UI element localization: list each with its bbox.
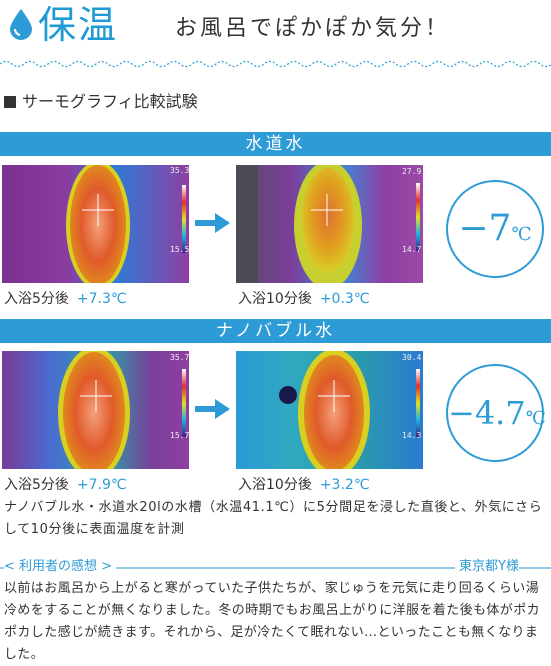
thermo-image-nano-5min: 35.7 15.7: [2, 351, 189, 469]
caption-label: 入浴10分後: [238, 477, 312, 493]
band-tap-water: 水道水: [0, 132, 551, 156]
water-drop-icon: [10, 9, 32, 40]
result-badge-tap: −7℃: [446, 180, 544, 278]
caption-nano-10min: 入浴10分後 +3.2℃: [238, 476, 370, 494]
testimonial-text: 以前はお風呂から上がると寒がっていた子供たちが、家じゅうを元気に走り回るくらい湯…: [4, 581, 541, 662]
header: 保温 お風呂でぽかぽか気分！: [0, 0, 551, 56]
caption-label: 入浴10分後: [238, 291, 312, 307]
caption-tap-5min: 入浴5分後 +7.3℃: [4, 290, 127, 308]
scale-min: 15.5: [170, 245, 189, 254]
experiment-note: ナノバブル水・水道水20lの水槽（水温41.1℃）に5分間足を浸した直後と、外気…: [4, 500, 543, 537]
scale-max: 30.4: [402, 353, 422, 362]
result-value: −7: [458, 208, 512, 249]
section-heading: サーモグラフィ比較試験: [4, 91, 198, 113]
page-subtitle: お風呂でぽかぽか気分！: [175, 16, 451, 41]
chevron-left-icon: <: [4, 559, 20, 574]
caption-label: 入浴5分後: [4, 291, 69, 307]
thermo-image-tap-10min: 27.9 14.7: [236, 165, 423, 283]
thermo-image-tap-5min: 35.3 15.5: [2, 165, 189, 283]
square-bullet-icon: [4, 96, 16, 108]
section-heading-text: サーモグラフィ比較試験: [22, 92, 198, 111]
thermo-image-nano-10min: 30.4 14.3: [236, 351, 423, 469]
scale-max: 35.3: [170, 166, 189, 175]
scale-min: 14.7: [402, 245, 422, 254]
voice-label-text: 利用者の感想: [19, 559, 98, 574]
result-unit: ℃: [511, 224, 532, 245]
page-title: 保温: [38, 3, 119, 47]
chevron-right-icon: >: [97, 559, 113, 574]
scale-min: 14.3: [402, 431, 422, 440]
band-nano-bubble: ナノバブル水: [0, 319, 551, 343]
caption-delta: +7.3℃: [76, 291, 127, 307]
arrow-right-icon: [195, 399, 230, 419]
arrow-right-icon: [195, 213, 230, 233]
result-value: −4.7: [448, 394, 526, 432]
voice-author: 東京都Y様: [455, 555, 519, 574]
voice-label: < 利用者の感想 >: [4, 555, 117, 574]
wave-divider: [0, 60, 551, 68]
caption-nano-5min: 入浴5分後 +7.9℃: [4, 476, 127, 494]
result-unit: ℃: [525, 408, 546, 429]
scale-max: 35.7: [170, 353, 189, 362]
caption-delta: +7.9℃: [76, 477, 127, 493]
caption-delta: +0.3℃: [319, 291, 370, 307]
caption-tap-10min: 入浴10分後 +0.3℃: [238, 290, 370, 308]
caption-label: 入浴5分後: [4, 477, 69, 493]
caption-delta: +3.2℃: [319, 477, 370, 493]
scale-max: 27.9: [402, 167, 422, 176]
result-badge-nano: −4.7℃: [446, 364, 546, 462]
scale-min: 15.7: [170, 431, 189, 440]
